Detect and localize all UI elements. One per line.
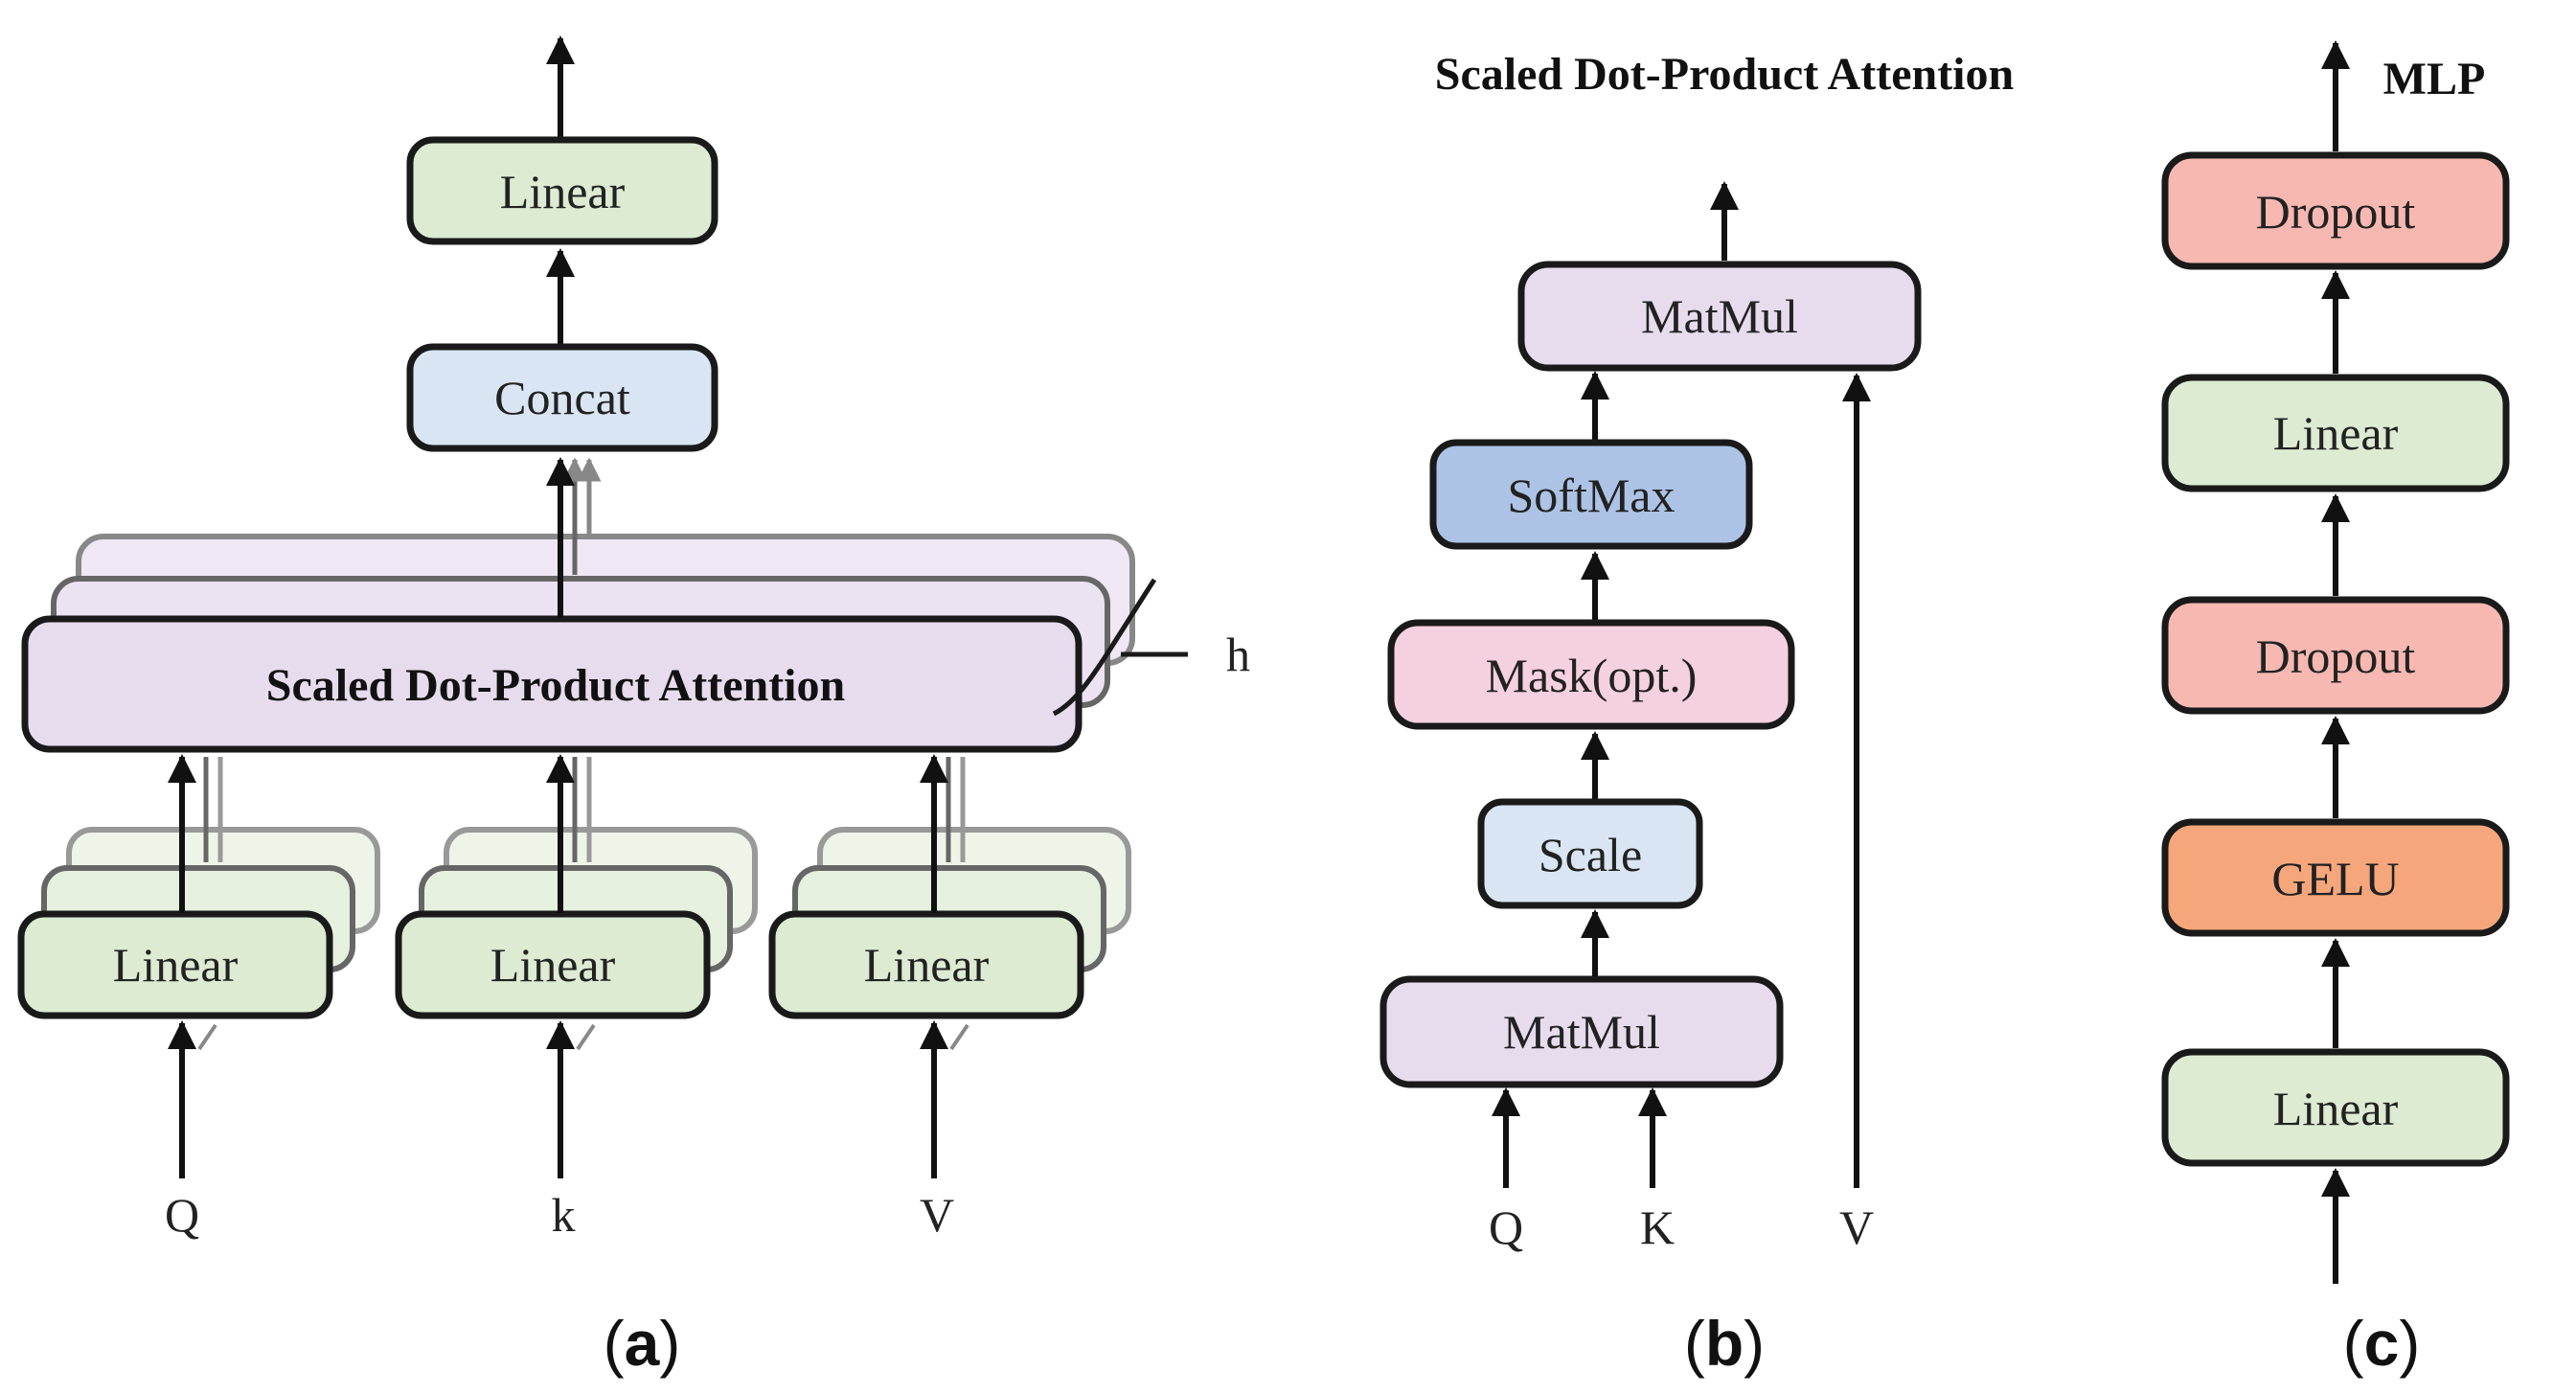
a-linear-q-stack: Linear [17, 757, 380, 1019]
a-linear-q-label: Linear [113, 938, 239, 992]
c-linear-top-node: Linear [2161, 374, 2510, 492]
b-softmax-label: SoftMax [1508, 468, 1676, 522]
c-gelu-node: GELU [2161, 818, 2510, 937]
a-linear-k-label: Linear [490, 938, 616, 992]
panel-a: Linear Concat Scaled Dot-Product Attenti… [17, 35, 1250, 1379]
a-v-gray-tick [949, 1023, 969, 1051]
b-mask-node: Mask(opt.) [1387, 619, 1795, 730]
a-concat-node: Concat [406, 343, 718, 452]
a-heads-brace [1052, 578, 1157, 717]
b-scale-label: Scale [1539, 828, 1642, 881]
b-mask-label: Mask(opt.) [1486, 649, 1698, 702]
a-attention-node: Scaled Dot-Product Attention [21, 615, 1083, 753]
c-linear-top-label: Linear [2273, 406, 2399, 460]
a-heads-label: h [1226, 628, 1250, 681]
a-caption: (a) [604, 1308, 681, 1379]
a-input-v: V [920, 1188, 954, 1242]
a-concat-label: Concat [494, 371, 630, 424]
panel-c: MLP Dropout Linear Dropout GELU Linear (… [2161, 40, 2510, 1379]
c-gelu-label: GELU [2271, 852, 2399, 905]
c-dropout-top-label: Dropout [2256, 185, 2416, 239]
b-caption: (b) [1684, 1308, 1765, 1379]
b-matmul-bottom-node: MatMul [1379, 975, 1784, 1088]
b-input-q: Q [1489, 1200, 1523, 1254]
b-input-k: K [1640, 1200, 1675, 1254]
b-matmul-top-label: MatMul [1641, 289, 1798, 343]
a-top-linear-label: Linear [500, 165, 626, 218]
c-linear-bottom-label: Linear [2273, 1082, 2399, 1135]
a-input-k: k [552, 1188, 576, 1242]
a-linear-v-label: Linear [864, 938, 990, 992]
c-title: MLP [2383, 54, 2486, 104]
a-top-linear-node: Linear [406, 136, 718, 245]
c-linear-bottom-node: Linear [2161, 1048, 2510, 1167]
c-dropout-mid-label: Dropout [2256, 629, 2416, 683]
b-matmul-top-node: MatMul [1517, 261, 1922, 372]
panel-b: Scaled Dot-Product Attention MatMul Soft… [1379, 49, 2014, 1379]
a-k-gray-tick [576, 1023, 596, 1051]
c-dropout-top-node: Dropout [2161, 151, 2510, 270]
c-dropout-mid-node: Dropout [2161, 596, 2510, 715]
a-q-gray-tick [197, 1023, 217, 1051]
b-input-v: V [1839, 1200, 1874, 1254]
a-input-q: Q [165, 1188, 199, 1242]
b-matmul-bottom-label: MatMul [1503, 1005, 1660, 1059]
a-linear-k-stack: Linear [395, 757, 758, 1019]
c-caption: (c) [2343, 1308, 2421, 1379]
a-linear-v-stack: Linear [768, 757, 1131, 1019]
a-attention-label: Scaled Dot-Product Attention [266, 660, 845, 711]
b-scale-node: Scale [1477, 798, 1703, 909]
b-title: Scaled Dot-Product Attention [1435, 49, 2014, 100]
b-softmax-node: SoftMax [1429, 439, 1753, 550]
